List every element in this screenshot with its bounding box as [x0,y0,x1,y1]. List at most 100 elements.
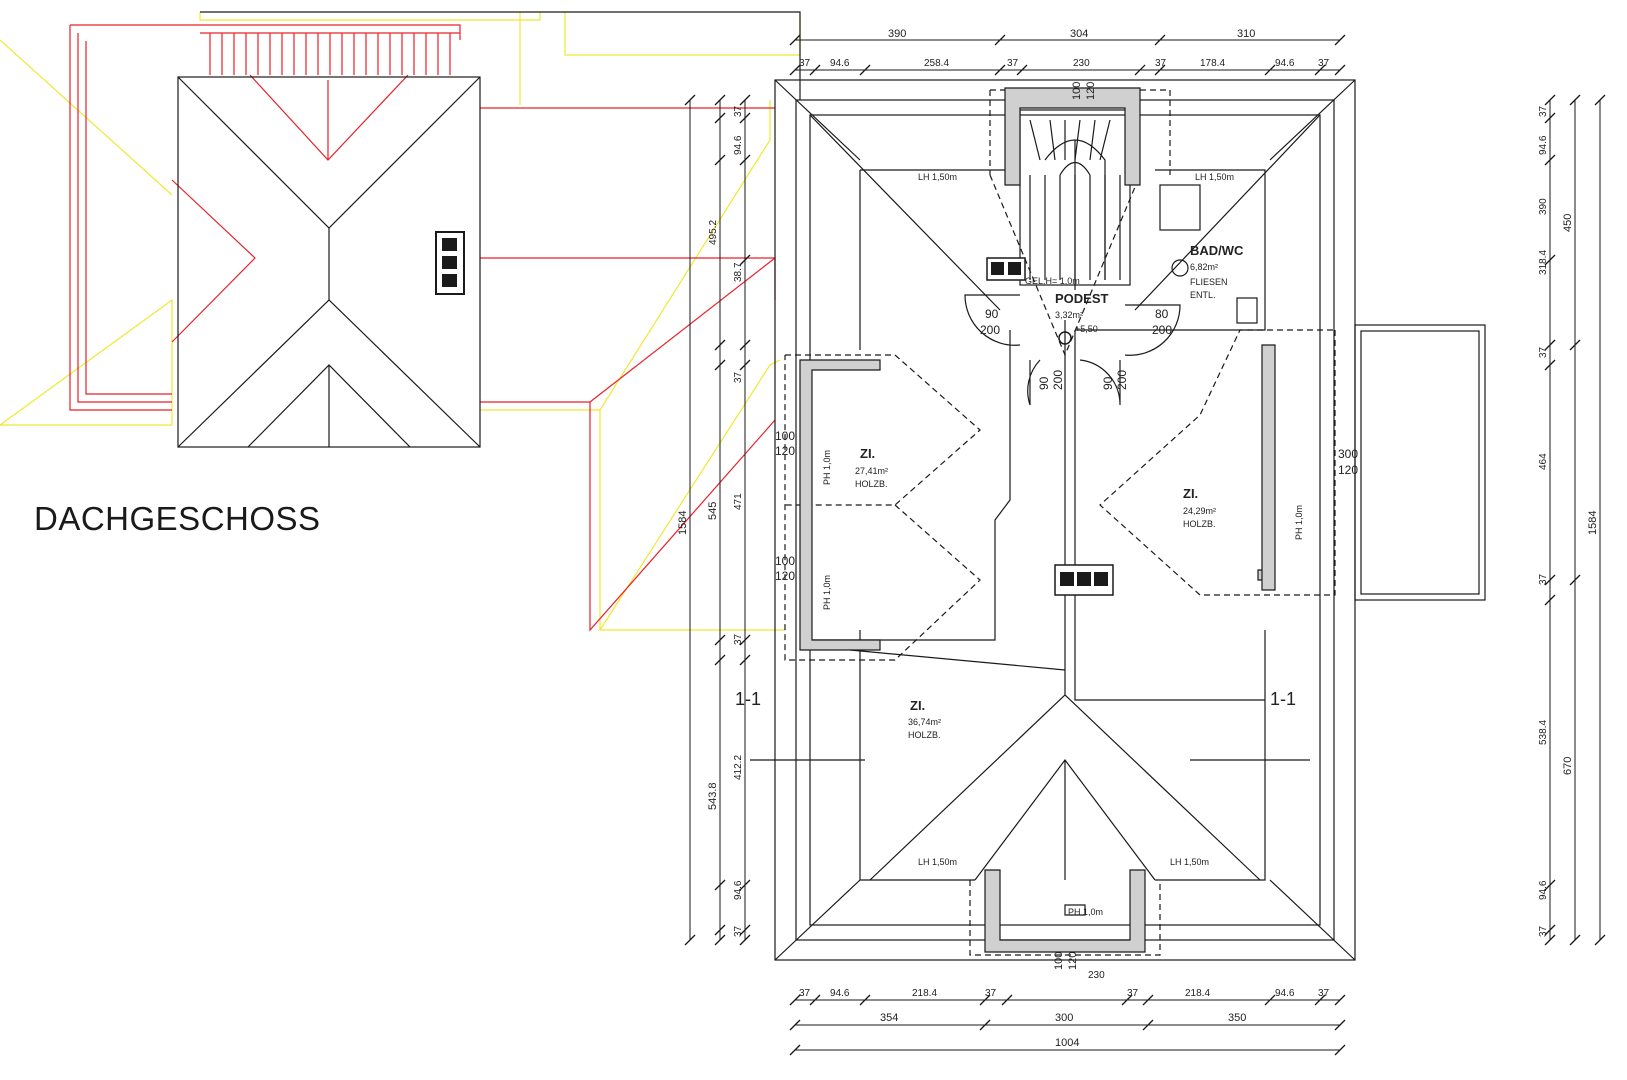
door-width: 90 [1037,376,1051,390]
dim-text: 37 [799,988,811,999]
dimension-tick [1569,934,1581,946]
dim-text: 464 [1538,453,1549,470]
dim-text: 37 [985,988,997,999]
dim-text: 37 [1127,988,1139,999]
dimension-tick [859,64,871,76]
window-height: 120 [1067,952,1079,970]
dim-text: 300 [1055,1012,1073,1024]
dim-text: 471 [733,493,744,510]
dim-text: 37 [733,633,744,645]
dimension-tick [714,112,726,124]
dimension-tick [1154,34,1166,46]
dimension-tick [739,94,751,106]
dimension-tick [1544,254,1556,266]
dim-text: 670 [1562,757,1574,775]
dimension-tick [1334,34,1346,46]
dimension-tick [1334,1044,1346,1056]
dimension-tick [1544,924,1556,936]
lh-label: LH 1,50m [918,172,957,182]
window-width: 100 [1053,952,1065,970]
dimension-tick [714,339,726,351]
room-floor: HOLZB. [908,730,941,740]
dim-text: 94.6 [733,880,744,900]
room-area: 3,32m² [1055,310,1083,320]
dimension-tick [1544,359,1556,371]
window-width: 230 [1088,970,1105,981]
dim-top-outer: 390 304 310 [888,28,1255,40]
opening-labels: 90 200 80 200 90 200 90 200 100 120 100 … [775,82,1358,981]
dimension-tick [714,879,726,891]
door-width: 80 [1155,307,1169,321]
dim-text: 545 [707,502,719,520]
ph-label: PH 1,0m [1068,907,1103,917]
dimension-tick [1314,64,1326,76]
dimension-tick [1544,94,1556,106]
dim-text: 218.4 [1185,988,1210,999]
dimension-tick [1544,112,1556,124]
dimension-tick [979,1019,991,1031]
dim-text: 37 [799,58,811,69]
window-width: 100 [1071,82,1083,100]
door-height: 200 [1152,323,1172,337]
lh-label: LH 1,50m [1195,172,1234,182]
dim-right: 37 94.6 390 318.4 37 464 37 538.4 94.6 3… [1538,105,1599,937]
door-height: 200 [1115,370,1129,390]
dimension-tick [1544,339,1556,351]
dimension-tick [994,34,1006,46]
dimension-tick [714,924,726,936]
dimension-tick [1334,994,1346,1006]
dim-text: 310 [1237,28,1255,40]
dimension-tick [1134,64,1146,76]
window-height: 120 [1085,82,1097,100]
dim-text: 37 [733,105,744,117]
dim-text: 94.6 [1275,988,1295,999]
dimension-tick [1264,64,1276,76]
dimension-tick [789,34,801,46]
dimension-tick [714,94,726,106]
dim-text: 178.4 [1200,58,1225,69]
dimension-tick [1569,574,1581,586]
dim-text: 304 [1070,28,1088,40]
window-width: 300 [1338,447,1358,461]
stair [1019,109,1131,290]
dimension-tick [739,112,751,124]
dim-text: 1584 [677,511,689,535]
room-area: 6,82m² [1190,262,1218,272]
room-floor: FLIESEN [1190,277,1228,287]
dim-text: 218.4 [912,988,937,999]
ph-label: PH 1,0m [822,450,832,485]
dim-text: 230 [1073,58,1090,69]
dimension-tick [1264,994,1276,1006]
room-area: 27,41m² [855,466,888,476]
dimension-tick [1016,64,1028,76]
dimension-tick [714,654,726,666]
dim-text: 94.6 [1538,135,1549,155]
dim-text: 37 [1538,105,1549,117]
dim-bottom-inner: 37 94.6 218.4 37 37 218.4 94.6 37 [799,988,1330,999]
dimension-tick [789,1044,801,1056]
window-height: 120 [775,444,795,458]
dimension-tick [714,934,726,946]
dim-text: 450 [1562,214,1574,232]
dimension-lines [689,39,1601,1051]
drawing-title: DACHGESCHOSS [34,500,321,537]
room-area: 24,29m² [1183,506,1216,516]
room-name: PODEST [1055,291,1109,306]
lh-label: LH 1,50m [1170,857,1209,867]
dimension-tick [1154,64,1166,76]
dimension-tick [739,924,751,936]
dimension-tick [789,64,801,76]
dimension-tick [1001,994,1013,1006]
dimension-tick [1142,1019,1154,1031]
roof-outline [177,11,801,448]
dimension-tick [739,359,751,371]
dim-text: 94.6 [733,135,744,155]
dim-text: 390 [888,28,906,40]
dim-text: 1584 [1587,511,1599,535]
dimension-tick [1594,934,1606,946]
dimension-tick [1544,574,1556,586]
room-labels: LH 1,50m LH 1,50m LH 1,50m LH 1,50m BAD/… [735,172,1304,917]
dimension-tick [1569,94,1581,106]
railing-height: GEL.H= 1,0m [1025,276,1080,286]
dim-text: 318.4 [1538,250,1549,275]
